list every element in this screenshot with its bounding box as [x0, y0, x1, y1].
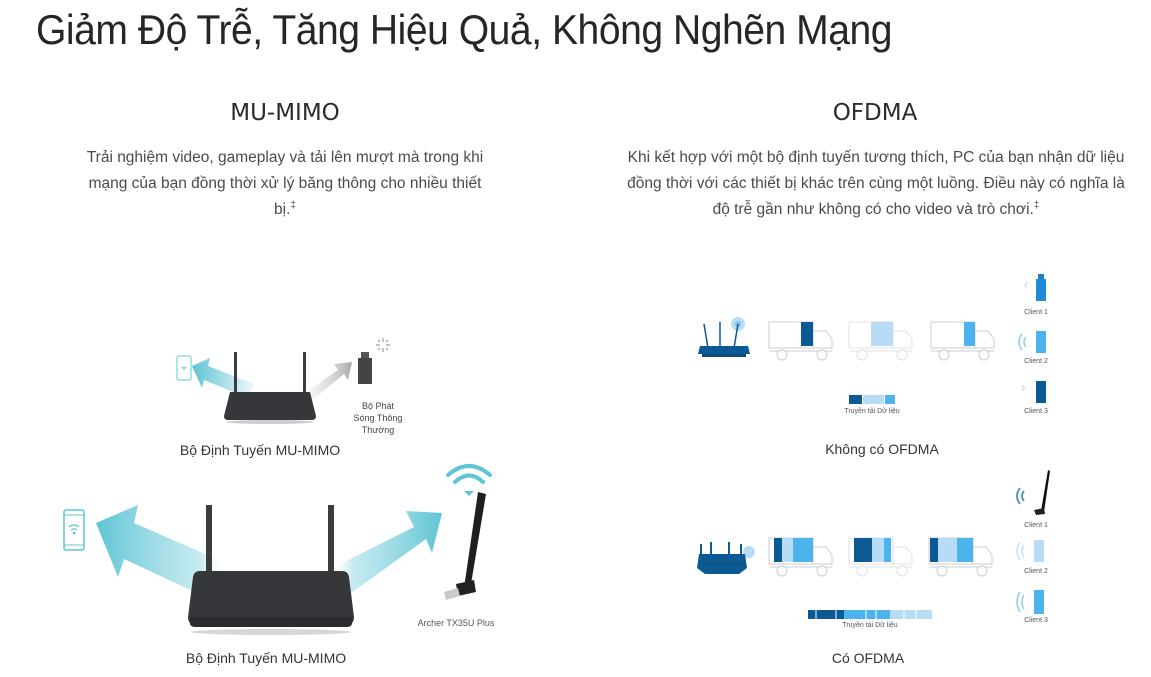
without-ofdma-caption: Không có OFDMA: [825, 441, 939, 457]
footnote-mark: ‡: [290, 199, 296, 211]
teal-signal-arrow-icon: [192, 358, 254, 398]
ofdma-title: OFDMA: [832, 100, 918, 126]
page-title: Giảm Độ Trễ, Tăng Hiệu Quả, Không Nghẽn …: [36, 6, 892, 53]
client-3-device-icon: [1021, 381, 1046, 403]
mu-mimo-description: Trải nghiệm video, gameplay và tải lên m…: [80, 145, 490, 223]
router-icon: [188, 505, 354, 635]
adapter-label-line: Sóng Thông: [353, 413, 403, 423]
smartphone-icon: [176, 355, 192, 381]
archer-adapter-label: Archer TX35U Plus: [417, 618, 495, 628]
client-label: Client 3: [1024, 408, 1048, 415]
adapter-label-line: Bộ Phát: [361, 401, 395, 411]
client-3-device-icon: [1016, 590, 1044, 614]
gray-signal-arrow-icon: [306, 362, 352, 400]
truck-icon: [848, 321, 913, 361]
client-label: Client 2: [1024, 568, 1048, 575]
with-ofdma-caption: Có OFDMA: [831, 650, 905, 666]
truck-icon: [768, 537, 833, 577]
client-1-archer-adapter-icon: [1016, 470, 1050, 515]
wifi-icon: [446, 464, 492, 496]
truck-icon: [928, 537, 993, 577]
ofdma-description-text: Khi kết hợp với một bộ định tuyến tương …: [627, 149, 1125, 218]
usb-adapter-icon: [358, 352, 372, 384]
router-blue-icon: [698, 317, 750, 357]
mu-mimo-bottom-caption: Bộ Định Tuyến MU-MIMO: [185, 650, 347, 666]
archer-usb-adapter-icon: [444, 492, 486, 600]
data-transfer-legend-bar: [808, 610, 932, 619]
truck-icon: [930, 321, 995, 361]
truck-icon: [768, 321, 833, 361]
ofdma-description: Khi kết hợp với một bộ định tuyến tương …: [626, 145, 1126, 223]
data-transfer-legend-label: Truyền tải Dữ liệu: [842, 622, 898, 629]
client-2-device-icon: [1016, 540, 1044, 562]
teal-signal-arrow-icon: [330, 511, 442, 601]
mu-mimo-title: MU-MIMO: [230, 100, 340, 126]
footnote-mark: ‡: [1033, 199, 1040, 211]
smartphone-icon: [63, 509, 85, 551]
mu-mimo-top-caption: Bộ Định Tuyến MU-MIMO: [179, 442, 341, 458]
client-label: Client 1: [1024, 309, 1048, 316]
data-transfer-legend-label: Truyền tải Dữ liệu: [844, 408, 900, 415]
router-blue-icon: [697, 542, 755, 574]
loading-spinner-icon: [376, 338, 390, 352]
client-label: Client 2: [1024, 358, 1048, 365]
client-2-device-icon: [1018, 331, 1046, 353]
client-label: Client 1: [1024, 522, 1048, 529]
client-1-device-icon: [1024, 274, 1046, 301]
router-icon: [224, 352, 316, 424]
data-transfer-legend-bar: [849, 395, 895, 404]
client-label: Client 3: [1024, 617, 1048, 624]
truck-icon: [848, 537, 913, 577]
mu-mimo-description-text: Trải nghiệm video, gameplay và tải lên m…: [86, 149, 484, 218]
standard-adapter-label: Bộ Phát Sóng Thông Thường: [350, 400, 406, 436]
adapter-label-line: Thường: [361, 425, 395, 435]
